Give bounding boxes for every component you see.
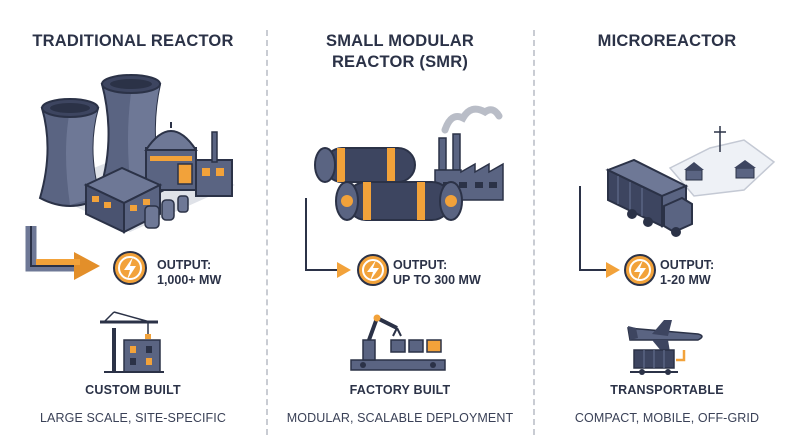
lightning-bolt-icon	[624, 254, 656, 286]
build-label: FACTORY BUILT	[349, 383, 451, 397]
output-label: OUTPUT:	[393, 258, 448, 272]
output-label: OUTPUT:	[660, 258, 715, 272]
output-value: 1-20 MW	[660, 273, 711, 287]
output-value: UP TO 300 MW	[393, 273, 481, 287]
column-description: LARGE SCALE, SITE-SPECIFIC	[40, 411, 226, 425]
cooling-tower-icon	[38, 98, 102, 207]
column-description: COMPACT, MOBILE, OFF-GRID	[574, 411, 760, 425]
column-traditional-reactor: TRADITIONAL REACTOR	[0, 0, 266, 447]
column-title: MICROREACTOR	[597, 32, 737, 50]
robot-arm-icon	[350, 314, 446, 371]
lightning-bolt-icon	[357, 254, 389, 286]
truck-icon	[605, 158, 693, 237]
column-divider-left	[266, 30, 268, 435]
tower-crane-icon	[100, 311, 164, 373]
column-microreactor: MICROREACTOR	[534, 0, 800, 447]
column-title: TRADITIONAL REACTOR	[32, 32, 234, 50]
cabin-icon	[684, 160, 756, 181]
output-readout: OUTPUT: 1,000+ MW	[157, 258, 221, 288]
airplane-icon	[627, 320, 703, 352]
cargo-container-icon	[630, 349, 678, 375]
output-label: OUTPUT:	[157, 258, 212, 272]
output-readout: OUTPUT: UP TO 300 MW	[393, 258, 481, 288]
column-small-modular-reactor: SMALL MODULAR REACTOR (SMR)	[267, 0, 533, 447]
build-label: TRANSPORTABLE	[610, 383, 724, 397]
microreactor-illustration	[579, 126, 776, 375]
traditional-reactor-illustration	[25, 74, 235, 373]
column-divider-right	[533, 30, 535, 435]
column-title-line2: REACTOR (SMR)	[331, 53, 469, 71]
lightning-bolt-icon	[113, 251, 147, 285]
column-title: SMALL MODULAR REACTOR (SMR)	[267, 31, 533, 73]
column-description: MODULAR, SCALABLE DEPLOYMENT	[286, 411, 514, 425]
output-readout: OUTPUT: 1-20 MW	[660, 258, 714, 288]
build-label: CUSTOM BUILT	[85, 383, 181, 397]
reactor-dome-icon	[144, 122, 233, 197]
output-value: 1,000+ MW	[157, 273, 222, 287]
column-title-line1: SMALL MODULAR	[325, 32, 475, 50]
smr-illustration	[305, 105, 504, 371]
reactor-module-icon	[314, 147, 463, 221]
